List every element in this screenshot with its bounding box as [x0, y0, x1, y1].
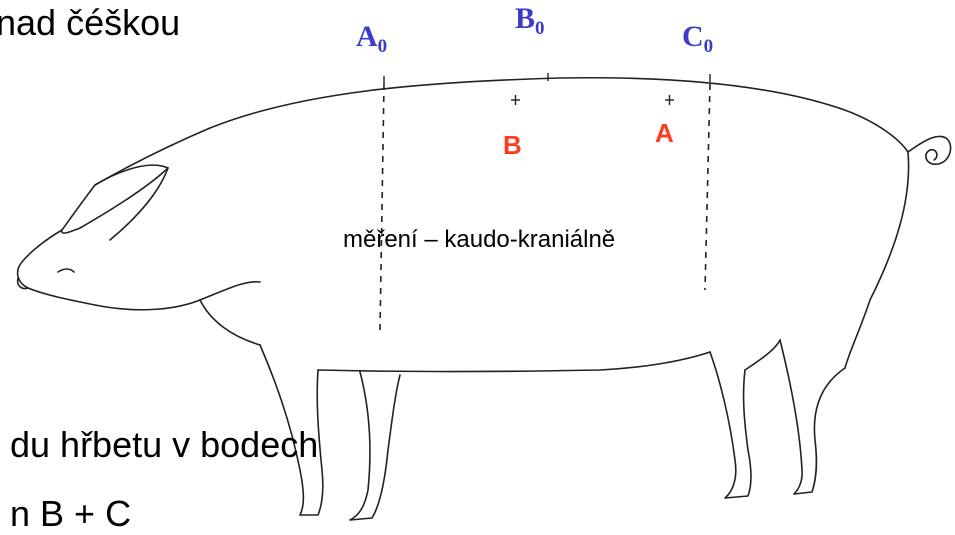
pig-front-leg-left — [259, 344, 324, 516]
point-letter-a0: A — [356, 20, 378, 53]
cross-a — [665, 95, 674, 105]
point-sub-a0: 0 — [377, 36, 388, 57]
slide-text-bottom: n B + C — [10, 493, 132, 534]
pig-belly — [317, 351, 711, 373]
point-sub-b0: 0 — [535, 18, 545, 39]
measure-line-a0 — [379, 83, 385, 331]
pig-jowl — [94, 280, 261, 311]
pig-tail — [907, 135, 952, 165]
pig-face — [16, 229, 96, 306]
point-letter-c0: C — [682, 20, 704, 53]
slide-text-middle: du hřbetu v bodech — [10, 424, 319, 465]
pig-front-leg-right — [349, 371, 401, 521]
point-label-c0: C0 — [682, 20, 713, 58]
slide-text-top: nad čéškou — [0, 2, 181, 43]
point-letter-b0: B — [515, 2, 536, 35]
point-label-b0: B0 — [515, 2, 545, 40]
pig-ear — [60, 164, 169, 234]
measure-line-c0 — [704, 83, 711, 291]
pig-rump — [844, 151, 910, 369]
point-sub-c0: 0 — [703, 36, 714, 57]
marker-label-b: B — [503, 130, 522, 160]
pig-hind-leg-back — [779, 339, 846, 495]
point-label-a0: A0 — [356, 20, 387, 58]
measurement-caption: měření – kaudo-kraniálně — [343, 226, 616, 253]
pig-hind-leg-front — [709, 351, 752, 499]
marker-label-a: A — [655, 118, 674, 148]
cross-b — [511, 95, 520, 105]
pig-back-line — [209, 76, 909, 153]
